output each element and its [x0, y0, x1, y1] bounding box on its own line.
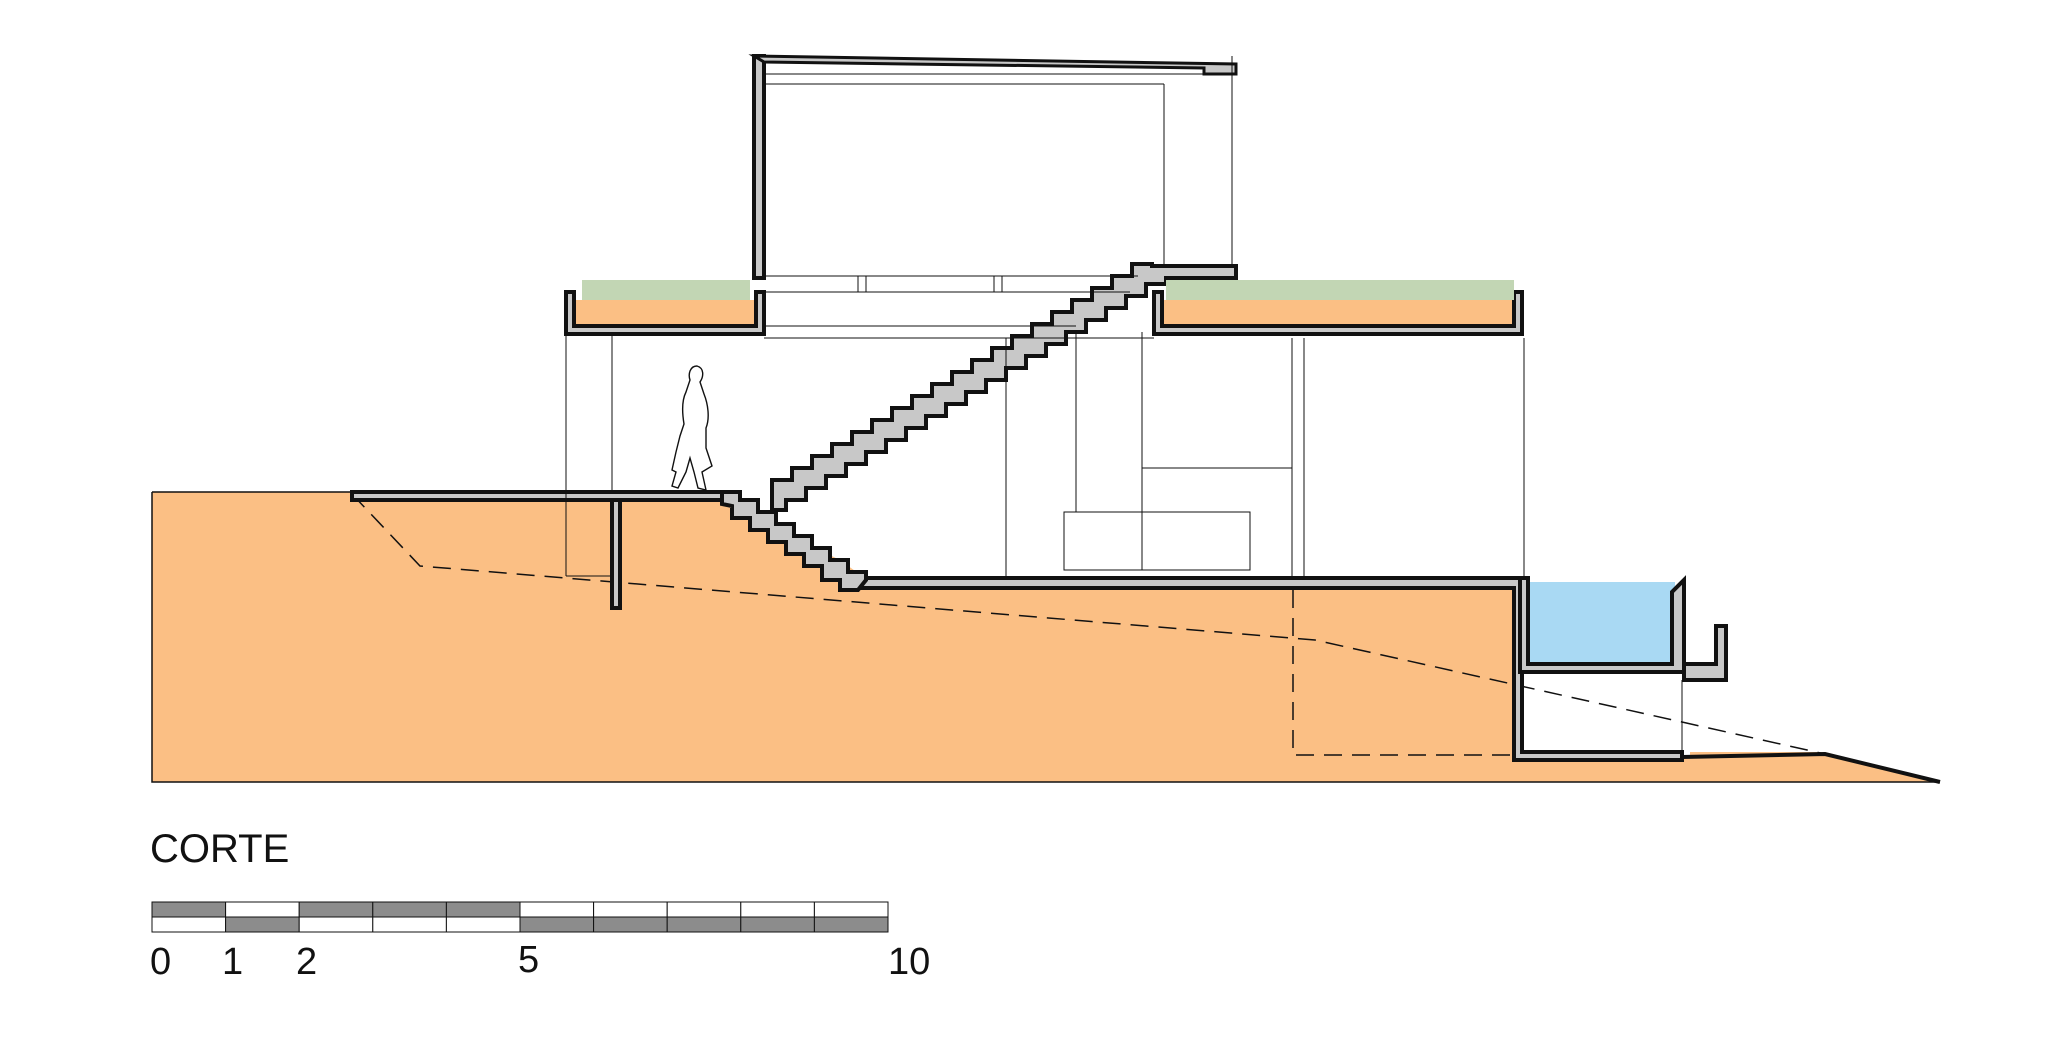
- scale-cell: [298, 916, 374, 933]
- left-planter: [564, 290, 766, 336]
- scale-label-0: 0: [150, 941, 171, 983]
- retaining-wall: [610, 498, 622, 610]
- scale-cell: [445, 916, 521, 933]
- scale-cell: [225, 916, 300, 933]
- scale-label-2: 2: [296, 941, 317, 983]
- interior-lines: [565, 332, 1525, 578]
- scale-cell: [593, 916, 668, 933]
- entry-slab: [350, 490, 724, 502]
- scale-cell: [813, 901, 889, 918]
- pool-overflow: [1682, 624, 1728, 682]
- scale-label-1: 1: [222, 941, 243, 983]
- right-planter-soil: [1164, 300, 1512, 324]
- scale-cell: [151, 901, 227, 918]
- scale-cell: [225, 901, 300, 918]
- scale-cell: [740, 916, 815, 933]
- scale-cell: [740, 901, 815, 918]
- pool-water: [1527, 582, 1675, 668]
- terrain-outline: [151, 491, 1940, 783]
- upper-roof: [748, 54, 1238, 76]
- lower-stair: [720, 490, 868, 592]
- scale-cell: [666, 901, 742, 918]
- upper-stair: [770, 262, 1238, 512]
- scale-cell: [813, 916, 889, 933]
- scale-cell: [519, 901, 595, 918]
- original-terrain-line: [351, 493, 1826, 755]
- scale-cell: [593, 901, 668, 918]
- terrain-soil: [152, 492, 1940, 782]
- scale-cell: [519, 916, 595, 933]
- scale-cell: [372, 916, 447, 933]
- scale-cell: [151, 916, 227, 933]
- scale-label-10: 10: [888, 941, 930, 983]
- foundation-dashed: [1292, 590, 1515, 756]
- pool-structure: [1518, 575, 1686, 674]
- upper-volume-lines: [764, 56, 1233, 339]
- scale-label-5: 5: [518, 939, 539, 981]
- upper-volume-wall: [752, 54, 766, 280]
- scale-bar: 0 1 2 5 10: [150, 901, 930, 983]
- human-figure: [671, 365, 713, 491]
- section-title: CORTE: [150, 827, 289, 871]
- right-planter-vegetation: [1166, 280, 1514, 300]
- scale-cell: [666, 916, 742, 933]
- left-planter-vegetation: [582, 280, 750, 300]
- scale-cell: [445, 901, 521, 918]
- left-planter-soil: [576, 300, 754, 324]
- scale-cell: [372, 901, 447, 918]
- scale-cell: [298, 901, 374, 918]
